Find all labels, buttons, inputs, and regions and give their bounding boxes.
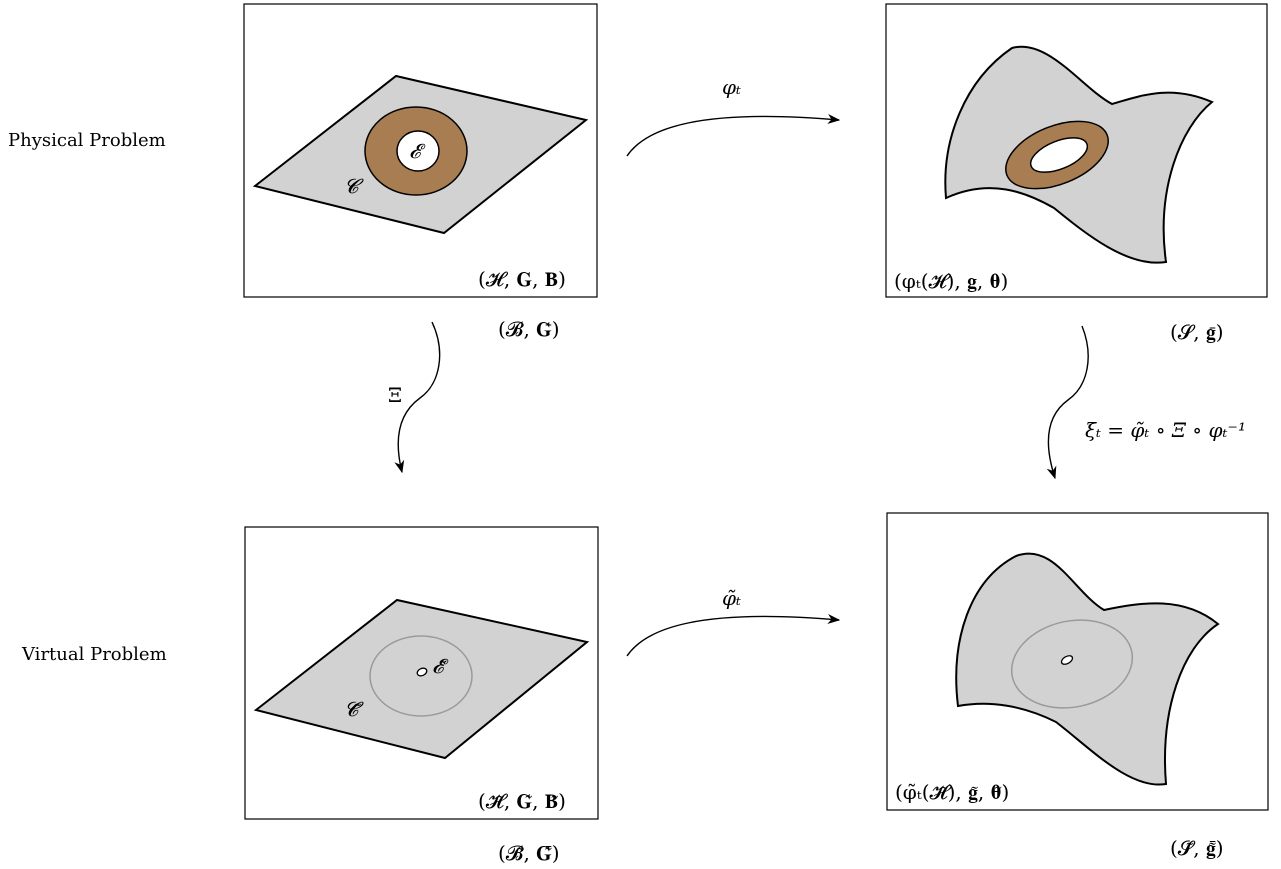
virtual-deformed-ring — [1010, 619, 1134, 709]
virtual-reference-plane — [253, 598, 590, 760]
panel-current-physical: (φₜ(𝓗), 𝐠, 𝛉) — [885, 3, 1268, 298]
panel-reference-virtual: 𝓔̃ 𝓒̃ (𝓗̃, 𝐆̃, 𝐁̃) — [244, 526, 599, 820]
panel-current-virtual: (φ̃ₜ(𝓗̃), 𝐠̃, 𝛉̃) — [886, 512, 1269, 811]
arrow-phi-tilde — [626, 614, 841, 657]
current-pair-label: (𝓢, 𝐠̄) — [1170, 320, 1224, 344]
current-triple-label: (φₜ(𝓗), 𝐠, 𝛉) — [894, 269, 1008, 293]
virtual-deformed-hole — [1060, 655, 1074, 665]
arrow-xi-capital — [394, 321, 441, 474]
reference-pair-label: (𝓑, 𝐆̄) — [498, 317, 560, 341]
virtual-reference-pair-label: (𝓑̃, 𝐆̃̄) — [498, 841, 560, 865]
xi-t-label: ξₜ = φ̃ₜ ∘ Ξ ∘ φₜ⁻¹ — [1085, 418, 1246, 442]
xi-capital-label: Ξ — [388, 383, 402, 407]
arrow-phi — [626, 114, 841, 157]
virtual-current-pair-label: (𝓢̃, 𝐠̃̄) — [1170, 836, 1224, 860]
virtual-hole — [416, 667, 428, 677]
virtual-deformed-surface — [955, 552, 1220, 786]
virtual-reference-triple-label: (𝓗̃, 𝐆̃, 𝐁̃) — [478, 789, 566, 813]
virtual-problem-label: Virtual Problem — [21, 644, 167, 665]
virtual-current-triple-label: (φ̃ₜ(𝓗̃), 𝐠̃, 𝛉̃) — [895, 780, 1009, 804]
physical-problem-label: Physical Problem — [8, 130, 166, 151]
reference-triple-label: (𝓗, 𝐆, 𝐁) — [478, 267, 566, 291]
virtual-ring — [369, 635, 473, 717]
phi-label: φₜ — [722, 75, 741, 99]
inner-hole — [396, 130, 440, 172]
arrow-xi-t — [1046, 325, 1089, 480]
phi-tilde-label: φ̃ₜ — [722, 586, 741, 610]
panel-reference-physical: 𝓔 𝓒 (𝓗, 𝐆, 𝐁) — [243, 3, 598, 298]
deformed-hole — [1029, 137, 1089, 173]
